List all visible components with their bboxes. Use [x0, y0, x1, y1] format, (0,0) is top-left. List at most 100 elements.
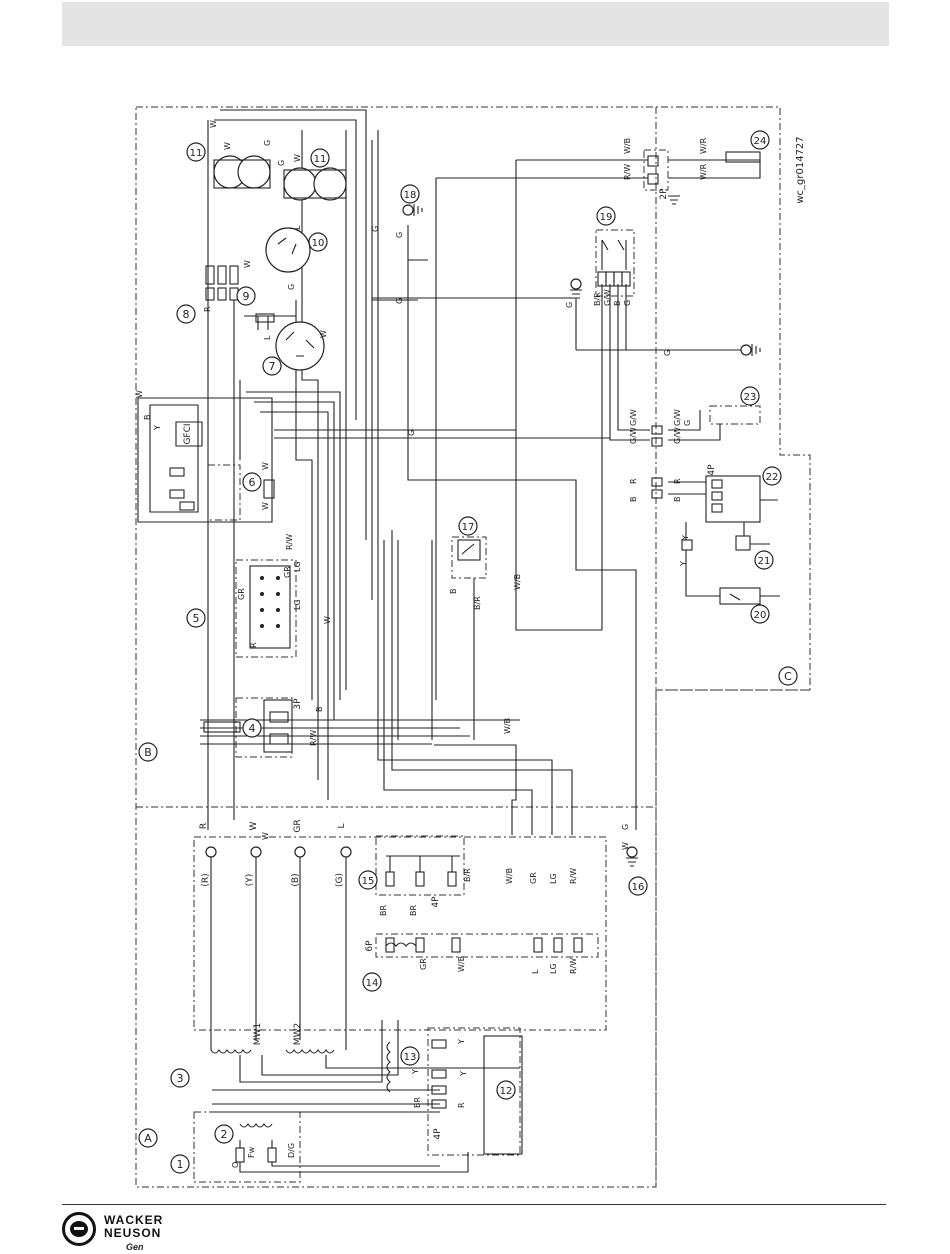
connector-4-body	[203, 699, 293, 753]
svg-text:G: G	[287, 284, 296, 290]
callout-19: 19	[596, 206, 616, 226]
svg-text:Y: Y	[153, 425, 162, 431]
svg-text:Fw: Fw	[247, 1146, 256, 1158]
svg-text:W: W	[209, 120, 218, 128]
svg-text:W/B: W/B	[457, 956, 466, 972]
svg-text:15: 15	[362, 876, 375, 887]
svg-text:R: R	[203, 306, 212, 312]
svg-text:20: 20	[754, 610, 767, 621]
svg-text:LG: LG	[293, 561, 302, 572]
svg-text:24: 24	[754, 136, 767, 147]
svg-text:8: 8	[183, 308, 190, 321]
svg-text:13: 13	[404, 1052, 417, 1063]
callout-18: 18	[400, 184, 420, 204]
svg-text:Y: Y	[679, 561, 688, 567]
svg-text:G/W: G/W	[673, 427, 682, 444]
svg-text:4P: 4P	[707, 464, 717, 476]
svg-text:2P: 2P	[659, 188, 669, 200]
callout-5: 5	[186, 608, 206, 628]
svg-text:LG: LG	[549, 873, 558, 884]
svg-text:22: 22	[766, 472, 779, 483]
stator	[205, 846, 583, 1173]
brand-line1: WACKER	[104, 1213, 164, 1227]
svg-text:9: 9	[243, 290, 250, 303]
connector-labels: 6P 4P 4P 3P 2P 4P	[293, 188, 717, 1140]
svg-text:5: 5	[193, 612, 200, 625]
switch-5	[249, 565, 291, 649]
brand-logo: WACKER NEUSON Gen	[62, 1212, 192, 1252]
svg-text:17: 17	[462, 522, 475, 533]
svg-text:L: L	[263, 335, 272, 340]
svg-text:G/W: G/W	[603, 289, 612, 306]
svg-text:W: W	[323, 616, 332, 624]
section-a: A	[138, 1128, 158, 1148]
svg-text:W: W	[135, 390, 144, 398]
svg-text:B: B	[143, 415, 152, 421]
callout-1: 1	[170, 1154, 190, 1174]
wire-labels: W G W G W L W G G G G G R L W W B Y W W …	[135, 120, 708, 1168]
svg-text:R: R	[673, 478, 682, 484]
svg-text:(G): (G)	[335, 873, 345, 887]
switch-19	[597, 239, 631, 287]
svg-text:G: G	[395, 298, 404, 304]
svg-text:LG: LG	[293, 599, 302, 610]
svg-text:R/W: R/W	[569, 868, 578, 884]
svg-text:B: B	[629, 497, 638, 503]
logo-icon	[62, 1212, 96, 1246]
svg-text:O: O	[231, 1162, 240, 1168]
svg-text:A: A	[144, 1132, 152, 1145]
svg-text:(Y): (Y)	[245, 874, 255, 887]
svg-text:L: L	[531, 969, 540, 974]
breakers	[205, 265, 296, 330]
svg-text:B/R: B/R	[463, 868, 472, 882]
outlet-7	[275, 321, 325, 371]
svg-text:BR: BR	[413, 1097, 422, 1108]
svg-text:3P: 3P	[293, 698, 303, 710]
callout-7: 7	[262, 356, 282, 376]
svg-text:16: 16	[632, 882, 645, 893]
svg-text:R: R	[629, 478, 638, 484]
callout-16: 16	[628, 876, 648, 896]
svg-text:11: 11	[190, 148, 203, 159]
svg-text:W: W	[319, 330, 328, 338]
svg-text:B/R: B/R	[473, 596, 482, 610]
svg-text:Y: Y	[459, 1071, 468, 1077]
svg-text:C: C	[784, 670, 792, 683]
svg-text:3: 3	[177, 1072, 184, 1085]
gfci-label: GFCI	[183, 423, 193, 444]
svg-text:4: 4	[249, 722, 256, 735]
svg-text:B: B	[613, 301, 622, 307]
callout-17: 17	[458, 516, 478, 536]
section-b: B	[138, 742, 158, 762]
svg-text:L: L	[337, 823, 347, 828]
callout-9: 9	[236, 286, 256, 306]
svg-text:W/R: W/R	[699, 137, 708, 154]
section-c: C	[778, 666, 798, 686]
svg-text:6P: 6P	[365, 940, 375, 952]
svg-text:G: G	[263, 140, 272, 146]
ground-symbols	[402, 195, 761, 867]
callout-12: 12	[496, 1080, 516, 1100]
outlets	[213, 155, 347, 371]
svg-text:10: 10	[312, 238, 325, 249]
callout-22: 22	[762, 466, 782, 486]
svg-text:G: G	[371, 226, 380, 232]
svg-text:21: 21	[758, 556, 771, 567]
svg-text:W: W	[621, 842, 630, 850]
svg-text:6: 6	[249, 476, 256, 489]
svg-text:14: 14	[366, 978, 379, 989]
bus-wires	[200, 109, 761, 835]
svg-text:(R): (R)	[201, 873, 211, 886]
svg-text:G: G	[621, 824, 630, 830]
svg-text:Y: Y	[457, 1039, 466, 1045]
svg-text:R: R	[249, 642, 258, 648]
section-borders	[135, 106, 811, 1188]
svg-text:2: 2	[221, 1128, 228, 1141]
callout-20: 20	[750, 604, 770, 624]
callout-8: 8	[176, 304, 196, 324]
svg-text:1: 1	[177, 1158, 184, 1171]
callout-15: 15	[358, 870, 378, 890]
svg-text:Y: Y	[411, 1069, 420, 1075]
svg-text:W: W	[223, 142, 232, 150]
section-letters: A B C	[138, 666, 798, 1148]
